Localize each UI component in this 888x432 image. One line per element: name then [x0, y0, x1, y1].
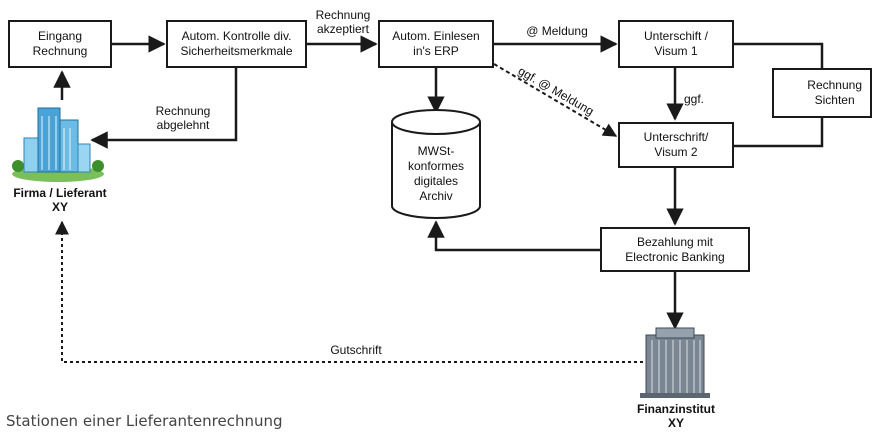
firma-name: Firma / Lieferant: [13, 186, 107, 200]
bank-building-icon: [640, 327, 710, 398]
arrow-einlesen-visum2-dashed: [493, 63, 618, 137]
company-building-icon: [12, 107, 104, 182]
label-meldung: @ Meldung: [526, 24, 588, 38]
line-sichten-visum2: [734, 118, 824, 148]
line-visum1-sichten: [734, 42, 824, 68]
label-ggf: ggf.: [684, 92, 705, 106]
archive-cylinder: [391, 109, 481, 219]
arrow-bezahlung-archiv: [427, 220, 600, 252]
sichten-label: Rechnung Sichten: [807, 78, 862, 107]
node-bezahlung: Bezahlung mit Electronic Banking: [600, 227, 750, 272]
node-visum-2: Unterschrift/ Visum 2: [618, 122, 734, 168]
archive-label: MWSt- konformes digitales Archiv: [407, 144, 465, 203]
diagram-caption: Stationen einer Lieferantenrechnung: [6, 412, 283, 430]
label-rechnung-akzeptiert: Rechnung akzeptiert: [315, 8, 371, 36]
node-visum-1: Unterschift / Visum 1: [618, 20, 734, 68]
bank-name: Finanzinstitut: [637, 402, 715, 416]
arrow-gutschrift-dashed: [55, 220, 655, 363]
firma-sub: XY: [51, 200, 68, 214]
node-eingang-rechnung: Eingang Rechnung: [8, 20, 112, 68]
label-rechnung-abgelehnt: Rechnung abgelehnt: [155, 104, 211, 132]
arrow-kontrolle-firma: [90, 68, 238, 149]
label-gutschrift: Gutschrift: [330, 343, 382, 357]
node-autom-einlesen: Autom. Einlesen in's ERP: [378, 20, 494, 68]
node-autom-kontrolle: Autom. Kontrolle div. Sicherheitsmerkmal…: [166, 20, 307, 68]
bank-sub: XY: [667, 416, 684, 430]
node-rechnung-sichten: Rechnung Sichten: [772, 68, 872, 118]
